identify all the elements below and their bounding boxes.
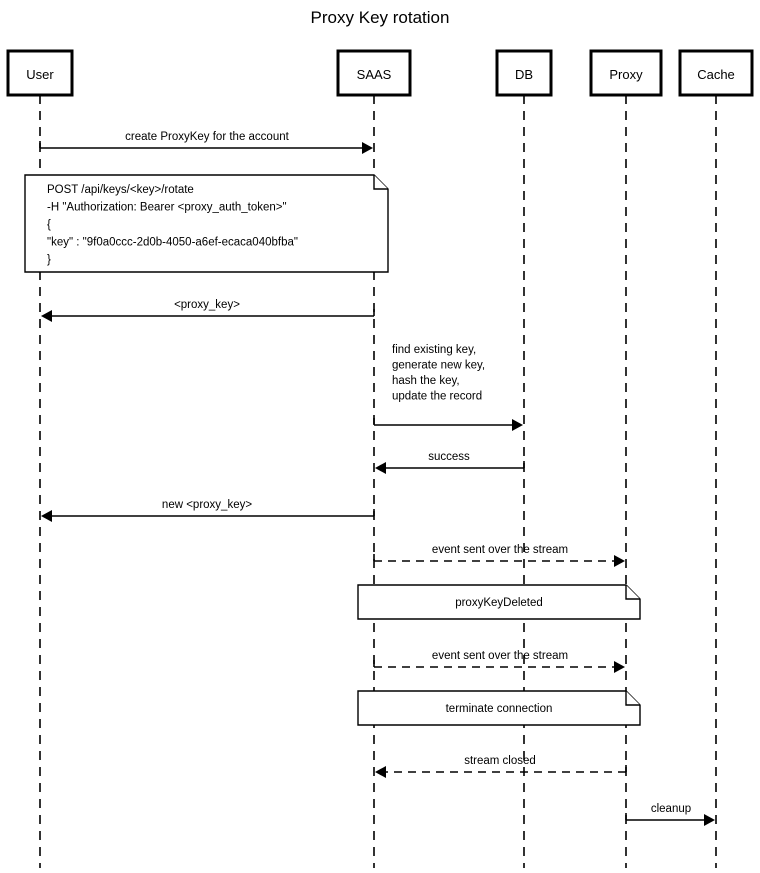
saas-internal-steps-line-2: hash the key,: [392, 375, 460, 387]
saas-internal-steps: find existing key, generate new key, hash …: [392, 344, 485, 403]
message-m9[interactable]: cleanup: [625, 803, 715, 826]
message-label-m9: cleanup: [651, 803, 691, 815]
note-terminate-connection: terminate connection: [357, 690, 641, 726]
annotations-layer: find existing key, generate new key, hash …: [392, 344, 485, 403]
message-arrowhead-m1: [362, 142, 373, 154]
participant-box-saas: [336, 49, 412, 97]
participant-label-proxy: Proxy: [609, 67, 643, 82]
participant-saas[interactable]: SAAS: [336, 49, 412, 97]
participant-db[interactable]: DB: [495, 49, 553, 97]
participant-label-saas: SAAS: [357, 67, 392, 82]
message-m6[interactable]: event sent over the stream: [373, 544, 625, 567]
message-label-m1: create ProxyKey for the account: [125, 131, 289, 143]
note-request-line-0: POST /api/keys/<key>/rotate: [47, 184, 194, 196]
note-request-fold-icon: [373, 175, 388, 190]
participant-label-user: User: [26, 67, 54, 82]
note-proxy-key-deleted: proxyKeyDeleted: [357, 584, 641, 620]
participant-box-db: [495, 49, 553, 97]
note-request-body: [24, 174, 389, 273]
participant-user[interactable]: User: [6, 49, 74, 97]
message-label-m6: event sent over the stream: [432, 544, 568, 556]
note-request-line-3: "key" : "9f0a0ccc-2d0b-4050-a6ef-ecaca04…: [47, 237, 298, 249]
notes-layer: POST /api/keys/<key>/rotate -H "Authoriza…: [24, 174, 641, 726]
message-arrowhead-m8: [375, 766, 386, 778]
message-label-m8: stream closed: [464, 755, 536, 767]
message-m1[interactable]: create ProxyKey for the account: [39, 131, 373, 154]
note-proxy-key-deleted-body: [357, 584, 641, 620]
message-arrowhead-m7: [614, 661, 625, 673]
note-terminate-connection-fold-icon: [625, 691, 640, 706]
page-title: Proxy Key rotation: [311, 8, 450, 27]
message-arrowhead-m9: [704, 814, 715, 826]
note-proxy-key-deleted-fold-icon: [625, 585, 640, 600]
participant-box-user: [6, 49, 74, 97]
message-label-m4: success: [428, 451, 470, 463]
note-request-line-2: {: [47, 219, 51, 231]
message-m4[interactable]: success: [375, 451, 525, 474]
message-m5[interactable]: new <proxy_key>: [41, 499, 375, 522]
note-proxy-key-deleted-text: proxyKeyDeleted: [455, 597, 543, 609]
participants-layer: User SAAS DB Proxy Cache: [6, 49, 754, 97]
saas-internal-steps-line-3: update the record: [392, 391, 482, 403]
message-arrowhead-m3: [512, 419, 523, 431]
note-request-line-4: }: [47, 254, 51, 266]
saas-internal-steps-line-1: generate new key,: [392, 360, 485, 372]
participant-cache[interactable]: Cache: [678, 49, 754, 97]
message-arrowhead-m5: [41, 510, 52, 522]
message-m7[interactable]: event sent over the stream: [373, 650, 625, 673]
participant-label-cache: Cache: [697, 67, 735, 82]
note-request-line-1: -H "Authorization: Bearer <proxy_auth_to…: [47, 202, 287, 214]
participant-box-proxy: [589, 49, 663, 97]
message-m8[interactable]: stream closed: [375, 755, 627, 778]
message-arrowhead-m4: [375, 462, 386, 474]
saas-internal-steps-line-0: find existing key,: [392, 344, 476, 356]
participant-box-cache: [678, 49, 754, 97]
message-arrowhead-m6: [614, 555, 625, 567]
message-label-m7: event sent over the stream: [432, 650, 568, 662]
note-request: POST /api/keys/<key>/rotate -H "Authoriza…: [24, 174, 389, 273]
message-m3[interactable]: [373, 418, 523, 431]
note-terminate-connection-text: terminate connection: [446, 703, 553, 715]
message-m2[interactable]: <proxy_key>: [41, 299, 375, 322]
message-arrowhead-m2: [41, 310, 52, 322]
note-terminate-connection-body: [357, 690, 641, 726]
participant-label-db: DB: [515, 67, 533, 82]
messages-layer: create ProxyKey for the account <proxy_ke…: [39, 131, 715, 826]
message-label-m5: new <proxy_key>: [162, 499, 252, 511]
message-label-m2: <proxy_key>: [174, 299, 240, 311]
participant-proxy[interactable]: Proxy: [589, 49, 663, 97]
